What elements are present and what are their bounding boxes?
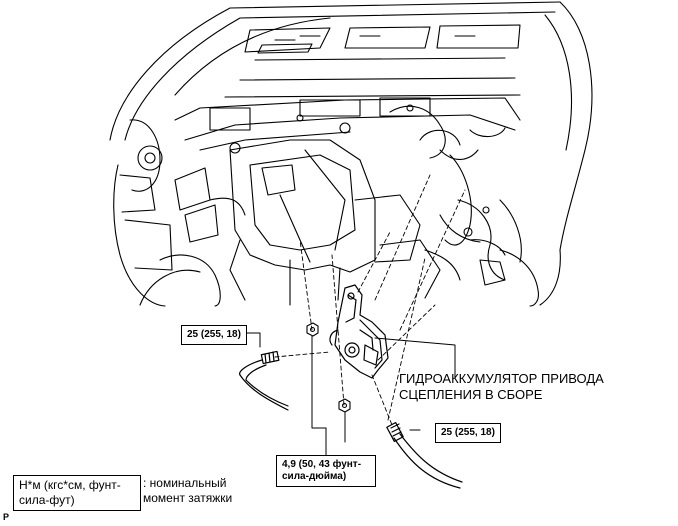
left-wheel-area bbox=[113, 119, 221, 307]
engine-components bbox=[174, 97, 521, 243]
alignment-lines bbox=[274, 174, 466, 426]
figure-id: P bbox=[3, 512, 10, 522]
torque-label-right-union: 25 (255, 18) bbox=[435, 423, 501, 443]
brake-line-left bbox=[239, 350, 289, 411]
torque-label-left-union: 25 (255, 18) bbox=[181, 325, 247, 345]
nut-upper bbox=[306, 322, 319, 337]
vehicle-body bbox=[109, 1, 593, 251]
brake-line-right bbox=[386, 421, 463, 489]
nut-lower bbox=[338, 398, 351, 413]
right-wheel-area bbox=[469, 239, 561, 307]
legend-description: : номинальный момент затяжки bbox=[143, 476, 233, 505]
part-name-line-2: СЦЕПЛЕНИЯ В СБОРЕ bbox=[399, 387, 543, 402]
leader-lines bbox=[239, 332, 456, 456]
legend-unit-box: Н*м (кгс*см, фунт-сила-фут) bbox=[13, 475, 141, 511]
wire-harness bbox=[424, 154, 522, 281]
pedal-bracket bbox=[229, 139, 441, 306]
clutch-accumulator-part bbox=[329, 284, 389, 379]
torque-label-nut: 4,9 (50, 43 фунт-сила-дюйма) bbox=[276, 455, 376, 487]
part-name-line-1: ГИДРОАККУМУЛЯТОР ПРИВОДА bbox=[399, 371, 604, 386]
